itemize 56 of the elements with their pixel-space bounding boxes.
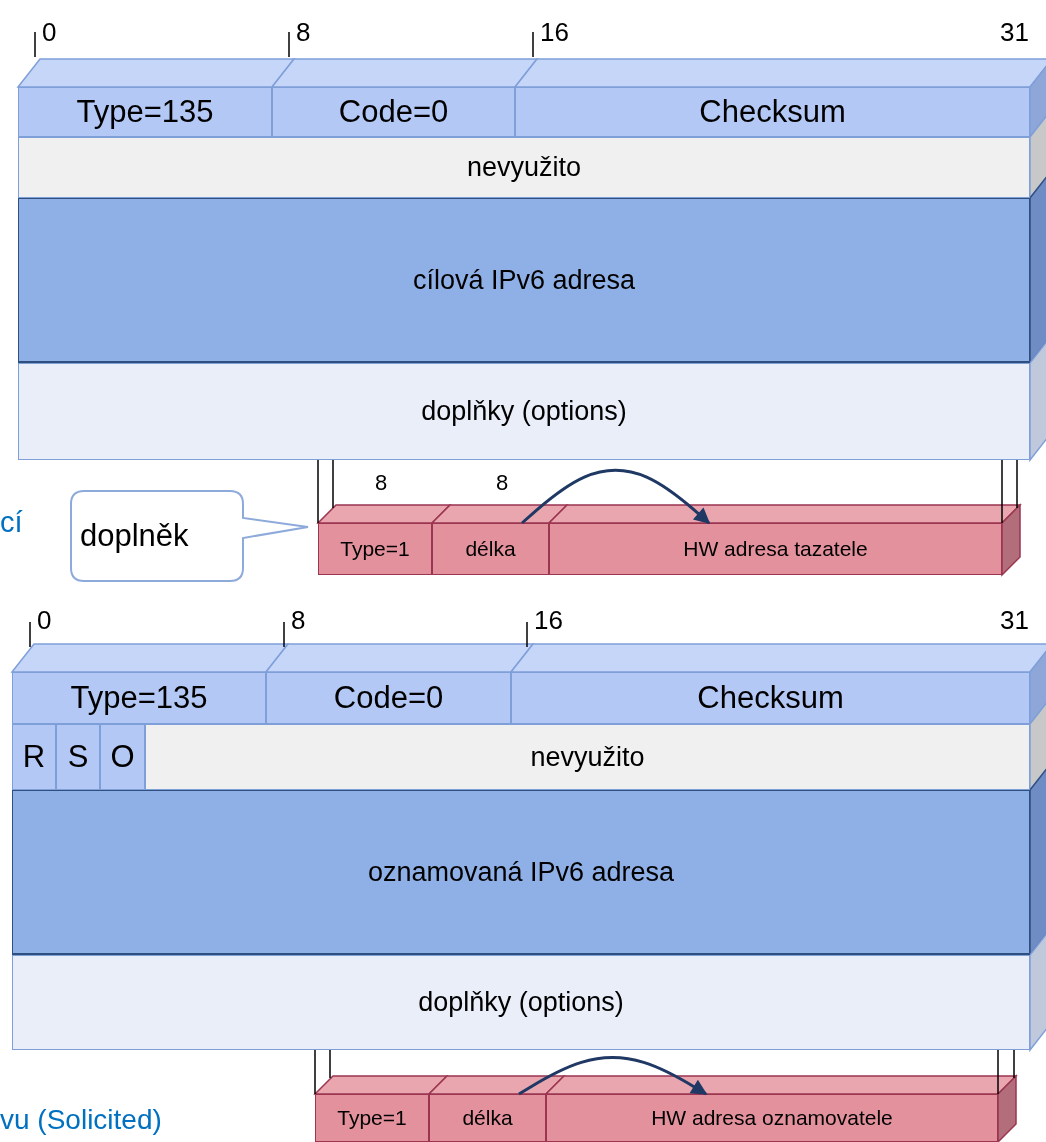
field-label: nevyužito xyxy=(530,741,645,773)
reserved-field xyxy=(145,724,1030,790)
field-label: délka xyxy=(462,1106,513,1130)
field-label: Type=135 xyxy=(70,680,208,716)
field-label: HW adresa oznamovatele xyxy=(651,1106,893,1130)
bit-position: 0 xyxy=(42,19,57,45)
field-label: Type=1 xyxy=(340,537,410,561)
field-label: doplňky (options) xyxy=(418,987,624,1018)
bit-position: 31 xyxy=(1000,19,1029,45)
header-field xyxy=(12,724,56,790)
callout-bubble xyxy=(70,490,310,582)
field-label: Type=135 xyxy=(76,94,214,130)
field-label: doplňky (options) xyxy=(421,396,627,427)
field-label: nevyužito xyxy=(466,152,582,183)
option-field xyxy=(549,523,1002,575)
option-field xyxy=(429,1094,546,1142)
option-field xyxy=(432,523,549,575)
field-label: Type=1 xyxy=(337,1106,407,1130)
bit-position: 8 xyxy=(291,607,306,633)
field-label: S xyxy=(67,739,89,775)
field-label: cílová IPv6 adresa xyxy=(412,264,636,296)
header-field xyxy=(12,672,266,724)
field-label: oznamovaná IPv6 adresa xyxy=(367,856,675,888)
bit-position: 0 xyxy=(37,607,52,633)
header-field xyxy=(272,87,515,137)
field-label: R xyxy=(22,739,46,775)
address-field xyxy=(18,198,1030,363)
bit-position: 16 xyxy=(534,607,563,633)
bit-position: 16 xyxy=(540,19,569,45)
field-label: HW adresa tazatele xyxy=(683,537,868,561)
field-width: 8 xyxy=(375,472,388,494)
field-label: Checksum xyxy=(699,94,846,130)
header-field xyxy=(100,724,145,790)
header-field xyxy=(515,87,1030,137)
callout-text: doplněk xyxy=(80,518,189,554)
note-text: cí xyxy=(0,508,23,537)
field-label: Code=0 xyxy=(333,680,444,716)
option-field xyxy=(315,1094,429,1142)
options-field xyxy=(18,363,1030,460)
field-width: 8 xyxy=(496,472,509,494)
field-label: Checksum xyxy=(697,680,844,716)
bit-position: 8 xyxy=(296,19,311,45)
note-text: vu (Solicited) xyxy=(0,1106,162,1134)
field-label: délka xyxy=(465,537,516,561)
header-field xyxy=(56,724,100,790)
field-label: Code=0 xyxy=(338,94,449,130)
option-field xyxy=(318,523,432,575)
header-field xyxy=(266,672,511,724)
address-field xyxy=(12,790,1030,955)
field-label: O xyxy=(110,739,135,775)
header-field xyxy=(18,87,272,137)
options-field xyxy=(12,955,1030,1050)
header-field xyxy=(511,672,1030,724)
option-field xyxy=(546,1094,998,1142)
reserved-field xyxy=(18,137,1030,198)
bit-position: 31 xyxy=(1000,607,1029,633)
